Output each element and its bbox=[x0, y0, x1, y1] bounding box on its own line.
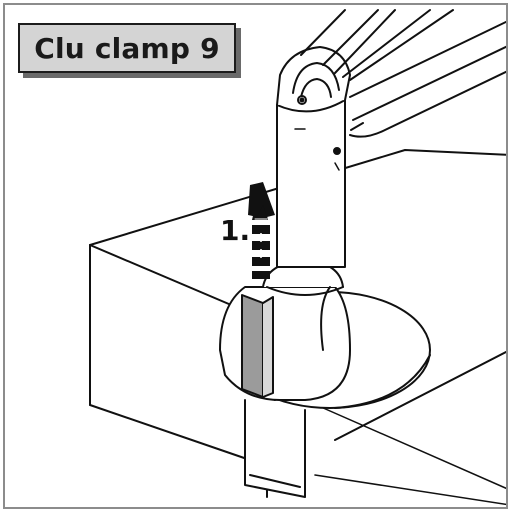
clamp-lower-leg bbox=[244, 399, 306, 498]
page-title: Clu clamp 9 bbox=[18, 23, 236, 73]
arm-joint bbox=[276, 46, 351, 106]
illustration-frame: Clu clamp 9 1. bbox=[3, 3, 508, 509]
monitor-arm-clamp-illustration bbox=[89, 9, 506, 506]
vertical-pole bbox=[276, 99, 346, 268]
arm-segments bbox=[300, 9, 506, 138]
pull-up-arrow bbox=[248, 182, 275, 279]
grey-insert bbox=[241, 294, 274, 398]
step-number-label: 1. bbox=[220, 214, 251, 247]
